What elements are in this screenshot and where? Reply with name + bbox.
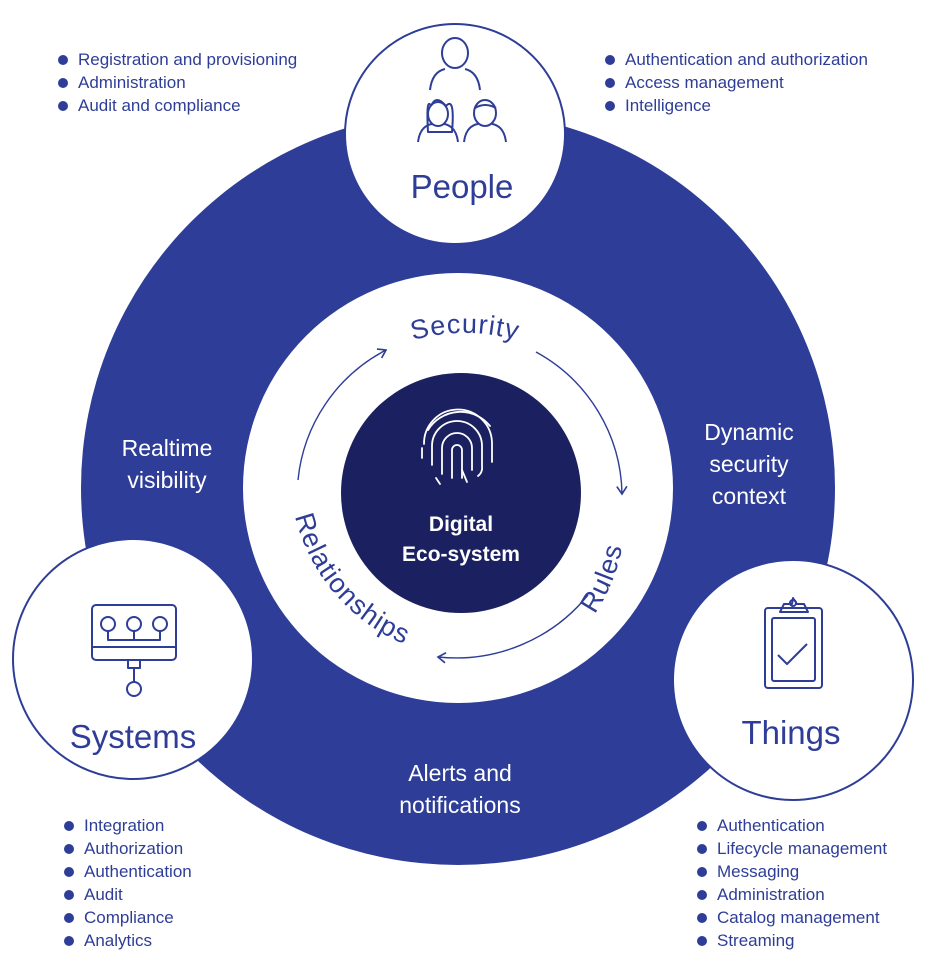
- ring-label-bottom-line2: notifications: [399, 792, 520, 818]
- list-item: Lifecycle management: [695, 837, 887, 860]
- people-node-label: People: [411, 168, 514, 205]
- cycle-arrow-left: [297, 348, 388, 481]
- ring-label-left-line1: Realtime: [122, 435, 213, 461]
- list-item: Authentication and authorization: [603, 48, 868, 71]
- ring-label-bottom-line1: Alerts and: [408, 760, 512, 786]
- things-node-label: Things: [741, 714, 840, 751]
- clipboard-check-icon: [764, 597, 823, 689]
- things-list: Authentication Lifecycle management Mess…: [695, 814, 887, 952]
- ring-label-left-line2: visibility: [127, 467, 207, 493]
- core-title-line2: Eco-system: [402, 543, 520, 566]
- list-item: Authentication: [695, 814, 887, 837]
- people-right-list: Authentication and authorization Access …: [603, 48, 868, 117]
- systems-list: Integration Authorization Authentication…: [62, 814, 192, 952]
- list-item: Compliance: [62, 906, 192, 929]
- core-circle: [341, 373, 581, 613]
- ring-label-right-line3: context: [712, 483, 787, 509]
- list-item: Intelligence: [603, 94, 868, 117]
- people-left-list: Registration and provisioning Administra…: [56, 48, 297, 117]
- list-item: Authorization: [62, 837, 192, 860]
- people-group-icon: [417, 37, 507, 143]
- list-item: Access management: [603, 71, 868, 94]
- list-item: Administration: [56, 71, 297, 94]
- network-monitor-icon: [91, 604, 177, 697]
- list-item: Registration and provisioning: [56, 48, 297, 71]
- core-title-line1: Digital: [429, 513, 493, 536]
- cycle-arrow-bottom: [436, 594, 589, 664]
- list-item: Audit: [62, 883, 192, 906]
- list-item: Administration: [695, 883, 887, 906]
- list-item: Authentication: [62, 860, 192, 883]
- ring-label-right-line1: Dynamic: [704, 419, 793, 445]
- list-item: Integration: [62, 814, 192, 837]
- fingerprint-icon: [421, 408, 493, 485]
- list-item: Streaming: [695, 929, 887, 952]
- list-item: Audit and compliance: [56, 94, 297, 117]
- ring-label-right-line2: security: [709, 451, 789, 477]
- list-item: Catalog management: [695, 906, 887, 929]
- systems-node-label: Systems: [70, 718, 197, 755]
- cycle-arrow-right: [535, 351, 628, 496]
- list-item: Analytics: [62, 929, 192, 952]
- list-item: Messaging: [695, 860, 887, 883]
